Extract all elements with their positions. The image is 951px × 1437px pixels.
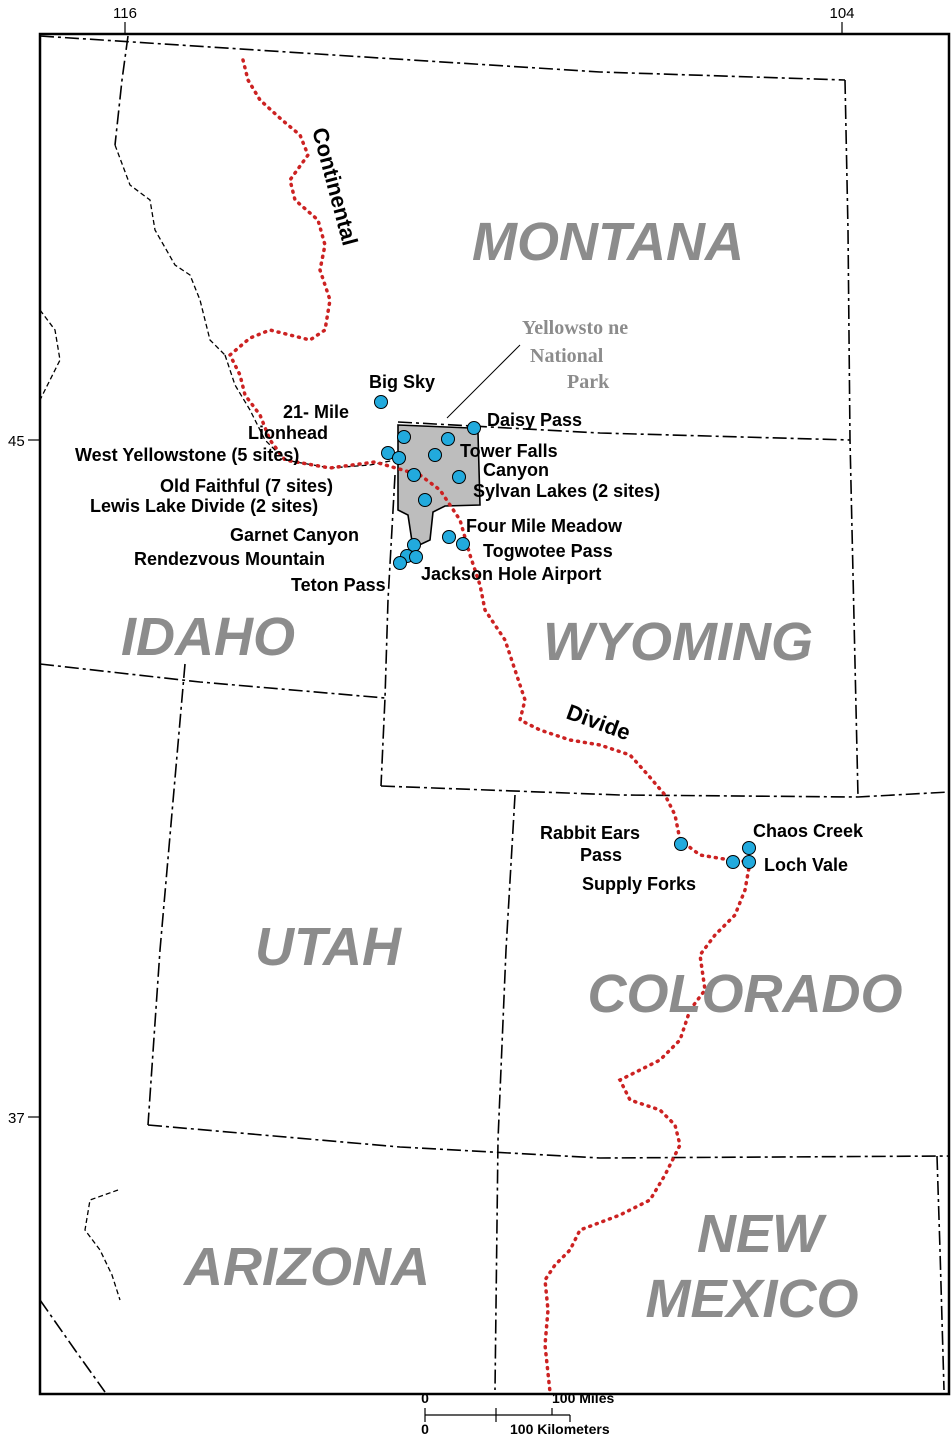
site-marker[interactable] [467, 421, 481, 435]
site-label-four-mile-meadow: Four Mile Meadow [466, 516, 623, 536]
site-label-tower-falls: Tower Falls [460, 441, 558, 461]
scale-bar [424, 1408, 571, 1422]
site-marker[interactable] [407, 468, 421, 482]
park-label-line-2: National [530, 345, 604, 367]
site-marker[interactable] [726, 855, 740, 869]
site-label-garnet-canyon: Garnet Canyon [230, 525, 359, 545]
site-label-old-faithful: Old Faithful (7 sites) [160, 476, 333, 496]
scale-zero-miles: 0 [421, 1390, 429, 1406]
site-label-rendezvous-mountain: Rendezvous Mountain [134, 549, 325, 569]
latitude-label-37: 37 [8, 1110, 25, 1127]
divide-label-divide: Divide [563, 699, 634, 745]
scale-km-label: 100 Kilometers [510, 1421, 610, 1437]
site-marker[interactable] [742, 855, 756, 869]
map-frame [38, 32, 951, 1396]
divide-label-continental: Continental [307, 125, 362, 248]
site-marker[interactable] [397, 430, 411, 444]
site-marker[interactable] [742, 841, 756, 855]
site-marker[interactable] [418, 493, 432, 507]
state-label-idaho: IDAHO [121, 607, 295, 667]
site-marker[interactable] [674, 837, 688, 851]
scale-zero-km: 0 [421, 1421, 429, 1437]
longitude-label-116: 116 [113, 5, 137, 22]
site-marker[interactable] [409, 550, 423, 564]
site-marker[interactable] [393, 556, 407, 570]
park-label-line-3: Park [567, 371, 610, 393]
state-label-montana: MONTANA [472, 212, 744, 272]
state-label-utah: UTAH [255, 917, 402, 977]
site-label-pass: Pass [580, 845, 622, 865]
site-label-sylvan-lakes: Sylvan Lakes (2 sites) [473, 481, 660, 501]
site-label-big-sky: Big Sky [369, 372, 435, 392]
state-label-wyoming: WYOMING [543, 612, 813, 672]
site-label-west-yellowstone: West Yellowstone (5 sites) [75, 445, 299, 465]
site-label-chaos-creek: Chaos Creek [753, 821, 864, 841]
site-label-teton-pass: Teton Pass [291, 575, 386, 595]
site-label-21-mile: 21- Mile [283, 402, 349, 422]
site-marker[interactable] [374, 395, 388, 409]
state-label-arizona: ARIZONA [182, 1237, 430, 1297]
site-marker[interactable] [428, 448, 442, 462]
park-label-line-1: Yellowsto ne [522, 317, 628, 339]
site-label-canyon: Canyon [483, 460, 549, 480]
fine-boundaries [39, 144, 396, 1301]
site-marker[interactable] [441, 432, 455, 446]
continental-divide-line [227, 58, 753, 1394]
park-leader-line [446, 344, 521, 419]
site-label-loch-vale: Loch Vale [764, 855, 848, 875]
scale-miles-label: 100 Miles [552, 1390, 614, 1406]
site-markers [374, 395, 756, 869]
longitude-label-104: 104 [829, 5, 854, 22]
site-label-togwotee-pass: Togwotee Pass [483, 541, 613, 561]
site-label-supply-forks: Supply Forks [582, 874, 696, 894]
site-label-daisy-pass: Daisy Pass [487, 410, 582, 430]
site-label-lionhead: Lionhead [248, 423, 328, 443]
site-marker[interactable] [442, 530, 456, 544]
site-label-jackson-hole-airport: Jackson Hole Airport [421, 564, 601, 584]
graticule-ticks [28, 22, 843, 1118]
state-boundaries [39, 35, 950, 1393]
state-label-new: NEW [697, 1204, 827, 1264]
site-marker[interactable] [452, 470, 466, 484]
site-label-lewis-lake-divide: Lewis Lake Divide (2 sites) [90, 496, 318, 516]
state-label-colorado: COLORADO [588, 964, 903, 1024]
site-marker[interactable] [456, 537, 470, 551]
site-marker[interactable] [392, 451, 406, 465]
site-label-rabbit-ears: Rabbit Ears [540, 823, 640, 843]
latitude-label-45: 45 [8, 433, 25, 450]
state-label-mexico: MEXICO [645, 1269, 858, 1329]
